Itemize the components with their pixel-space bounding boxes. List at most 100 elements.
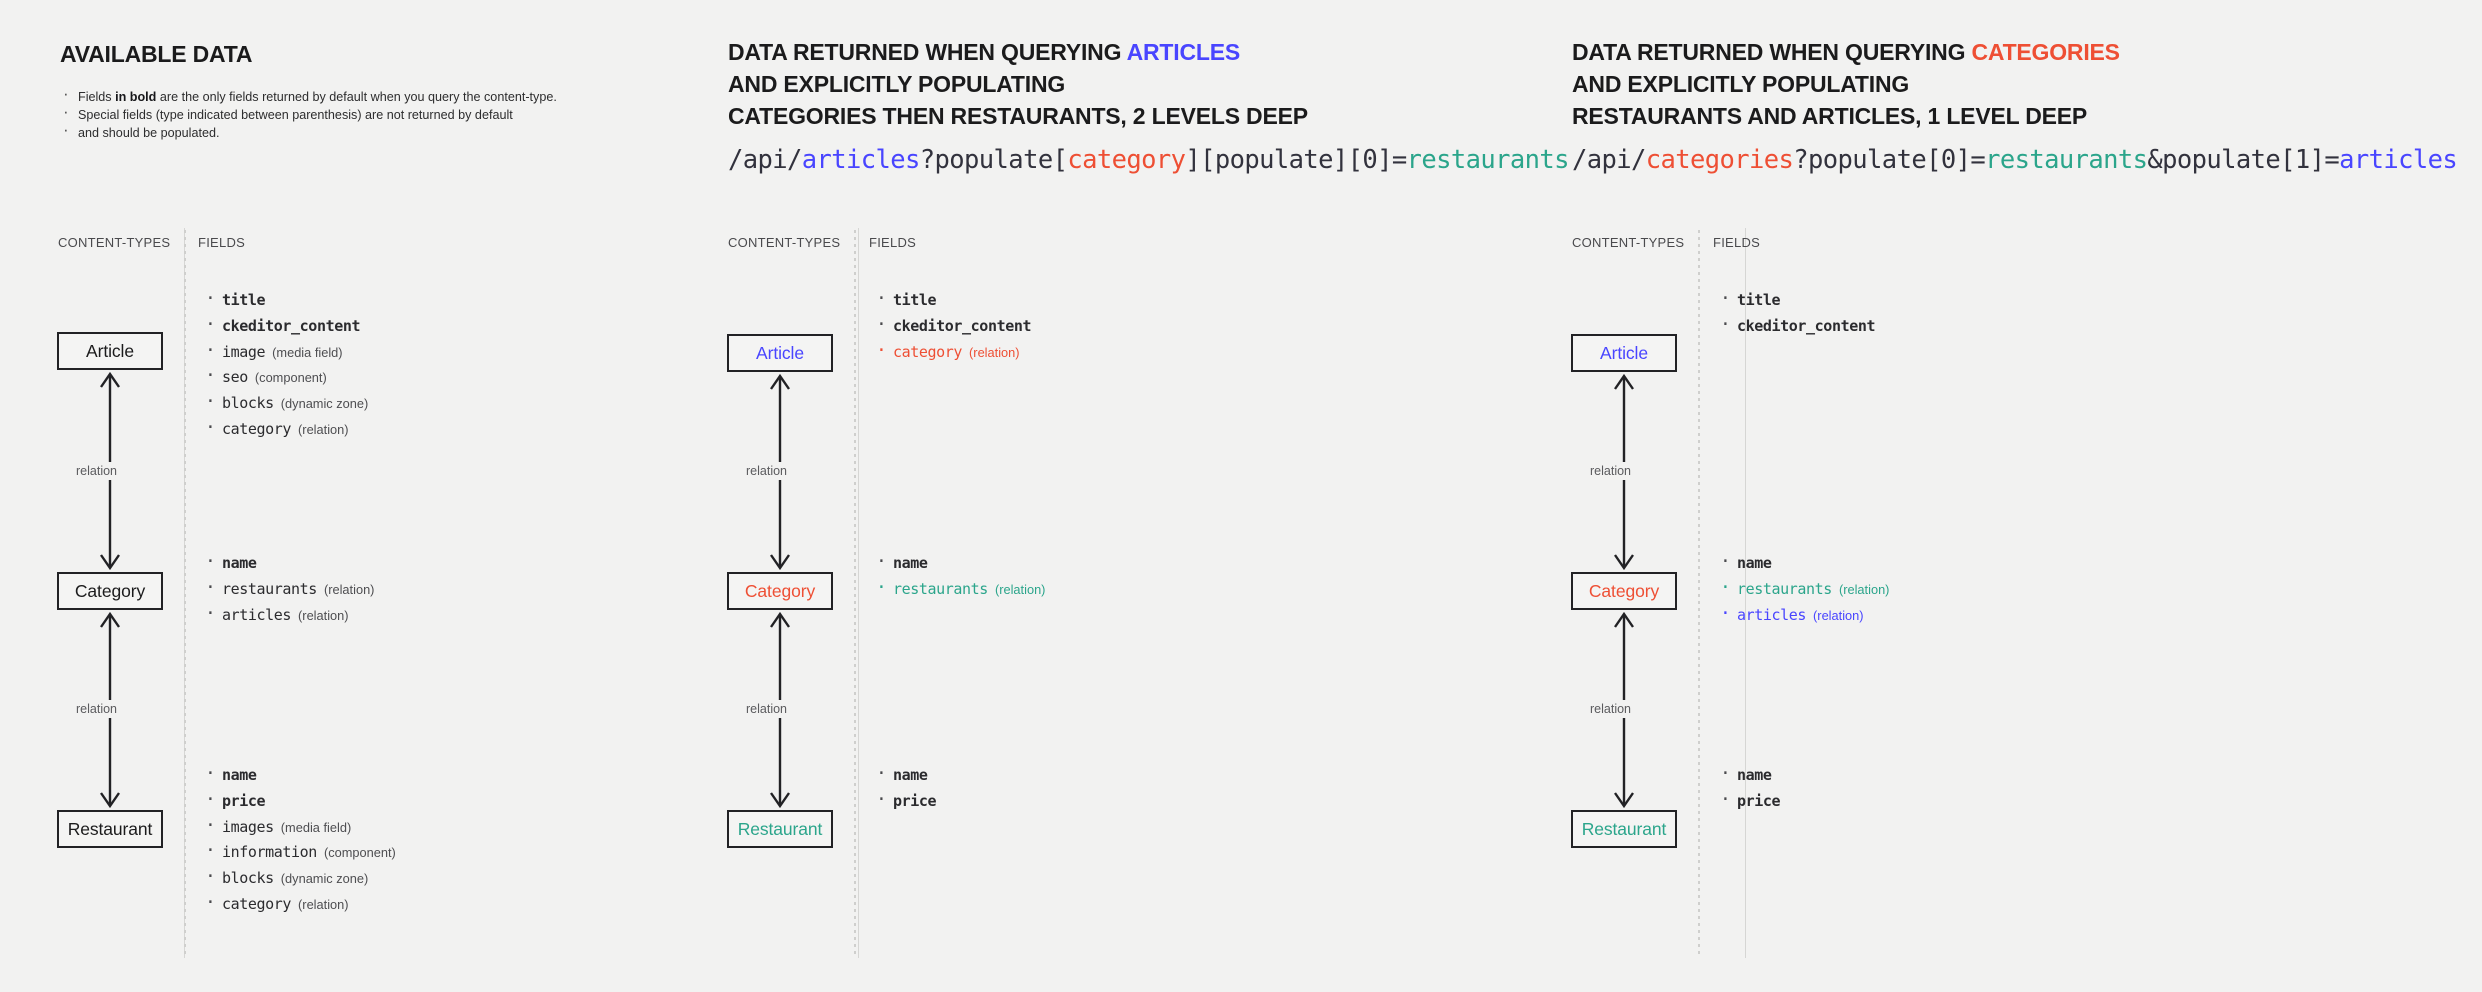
field-row: category (relation) [871,338,1031,366]
field-type: (media field) [280,819,352,835]
field-type: (relation) [1838,581,1890,597]
field-name: name [1737,766,1772,784]
relation-label: relation [1586,700,1635,718]
field-row: blocks(dynamic zone) [200,864,396,892]
field-type: (component) [254,370,327,386]
field-name: blocks [222,869,274,888]
panel-title-available-data: AVAILABLE DATA [60,41,253,67]
column-header-fields: FIELDS [198,235,246,250]
column-header-fields: FIELDS [869,235,917,250]
field-row: category(relation) [200,890,396,918]
field-name: name [222,554,257,572]
field-name: name [893,766,928,784]
url-part: ?populate[ [919,145,1068,175]
field-row: blocks(dynamic zone) [200,389,369,417]
entity-box-restaurant[interactable]: Restaurant [1571,810,1677,848]
field-type: (dynamic zone) [280,396,369,412]
entity-box-category[interactable]: Category [727,572,833,610]
field-row: images (media field) [200,813,396,841]
legend-item-continuation: and should be populated. [60,121,700,142]
field-row: title [871,286,1031,314]
relation-label: relation [72,700,121,718]
field-name: price [893,791,937,810]
field-name: restaurants [893,579,988,598]
field-name: title [1737,291,1781,309]
field-group-article: title ckeditor_content [1715,286,1876,340]
url-part: ?populate[0]= [1793,145,1986,175]
api-endpoint-url: /api/articles?populate[category][populat… [728,145,1570,175]
url-part-category: category [1067,145,1186,175]
field-name: restaurants [1737,579,1832,598]
entity-box-restaurant[interactable]: Restaurant [57,810,163,848]
field-row: title [200,286,368,314]
field-group-restaurant: name price images(media field) informati… [200,761,396,918]
entity-box-article[interactable]: Article [1571,334,1677,372]
url-part: ][populate][0]= [1185,145,1407,175]
entity-box-restaurant[interactable]: Restaurant [727,810,833,848]
field-name: category [893,342,963,361]
legend-text-prefix: Special fields (type indicated between p… [78,108,513,122]
entity-box-article[interactable]: Article [727,334,833,372]
entity-box-category[interactable]: Category [57,572,163,610]
field-type: (component) [323,845,396,861]
url-part-articles: articles [2339,145,2458,175]
field-name: images [222,817,274,836]
panel-title-line-1: DATA RETURNED WHEN QUERYING ARTICLES [728,36,1240,69]
panel-title-line-1: DATA RETURNED WHEN QUERYING CATEGORIES [1572,36,2120,69]
field-name: ckeditor_content [1737,316,1876,335]
title-plain: DATA RETURNED WHEN QUERYING [728,39,1127,65]
field-row: name [200,549,374,577]
field-name: title [893,291,937,309]
fields-dotted-divider [184,230,186,958]
column-header-content-types: CONTENT-TYPES [728,235,841,250]
field-type: (relation) [323,581,375,597]
field-row: ckeditor_content [1715,312,1876,340]
field-name: price [1737,791,1781,810]
url-part: /api/ [1572,145,1646,175]
panel-title-line-3: RESTAURANTS AND ARTICLES, 1 LEVEL DEEP [1572,103,2088,129]
field-row: restaurants(relation) [871,575,1045,603]
field-type: (relation) [1813,607,1864,623]
field-name: seo [222,368,248,387]
field-type: (media field) [272,344,343,360]
field-name: name [893,554,928,572]
field-type: (relation) [298,896,349,912]
field-row: category(relation) [200,415,368,443]
field-name: name [1737,554,1772,572]
field-type: (relation) [298,607,349,623]
field-group-article: title ckeditor_content category(relation… [871,286,1031,366]
field-group-restaurant: name price [871,761,937,815]
legend-text-prefix: Fields [78,90,116,104]
legend-item: Fields in bold are the only fields retur… [60,85,700,106]
field-name: category [222,419,292,438]
entity-box-article[interactable]: Article [57,332,163,370]
relation-label: relation [742,700,791,718]
panel-title-line-3: CATEGORIES THEN RESTAURANTS, 2 LEVELS DE… [728,103,1308,129]
field-group-category: name restaurants(relation) [871,549,1045,603]
field-row: name [200,761,396,789]
panel-title-line-2: AND EXPLICITLY POPULATING [1572,71,1910,97]
url-part: &populate[1]= [2147,145,2340,175]
field-type: (relation) [969,344,1020,360]
relation-label: relation [1586,462,1635,480]
legend-text-bold: in bold [115,90,157,104]
field-group-article: title ckeditor_content image(media field… [200,286,369,443]
panel-title-line-2: AND EXPLICITLY POPULATING [728,71,1066,97]
legend-text-prefix: and should be populated. [78,126,220,140]
url-part: /api/ [728,145,802,175]
entity-box-category[interactable]: Category [1571,572,1677,610]
field-name: image [222,342,266,361]
field-row: restaurants (relation) [1715,575,1890,603]
field-row: information(component) [200,838,396,866]
field-group-category: name restaurants(relation) articles(rela… [200,549,375,629]
field-row: articles (relation) [200,601,374,629]
field-row: name [1715,761,1780,789]
field-name: articles [1737,605,1807,624]
field-name: title [222,291,266,309]
relation-label: relation [72,462,121,480]
url-part-restaurants: restaurants [1406,145,1570,175]
column-header-content-types: CONTENT-TYPES [58,235,171,250]
field-row: articles (relation) [1715,601,1889,629]
panel-query-categories: DATA RETURNED WHEN QUERYING CATEGORIES A… [1568,0,2482,992]
field-name: articles [222,605,292,624]
